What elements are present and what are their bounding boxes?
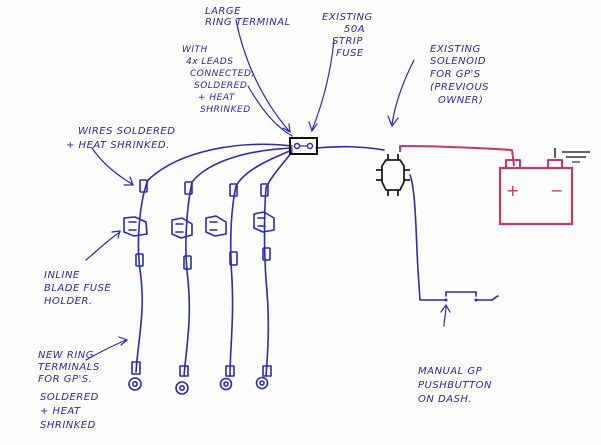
label-inline-fuse-holder: INLINE BLADE FUSE HOLDER.	[44, 270, 115, 307]
new-ring-terminals	[128, 361, 272, 395]
ground-symbol	[554, 148, 590, 163]
glow-plug-lead-2	[183, 147, 293, 377]
label-new-ring-terminals: NEW RING TERMINALS FOR GP'S. SOLDERED + …	[38, 350, 103, 431]
strip-fuse	[289, 137, 318, 155]
pushbutton-switch	[431, 291, 499, 302]
solenoid-to-pushbutton-wire	[409, 174, 433, 301]
label-manual-pushbutton: MANUAL GP PUSHBUTTON ON DASH.	[418, 366, 496, 405]
pointer-arrows	[85, 19, 451, 361]
battery-minus-sign: −	[550, 181, 564, 200]
glow-plug-lead-3	[229, 149, 293, 377]
battery	[498, 159, 574, 226]
label-strip-fuse: EXISTING 50A STRIP FUSE	[322, 12, 376, 59]
label-wires-soldered: WIRES SOLDERED + HEAT SHRINKED.	[66, 126, 179, 151]
glow-plug-lead-4	[263, 151, 293, 377]
lead-upper-connectors	[139, 179, 269, 197]
label-large-ring-terminal: LARGE RING TERMINAL	[205, 6, 291, 28]
lead-lower-connectors	[135, 247, 271, 270]
label-with-leads: WITH 4x LEADS CONNECTED, SOLDERED + HEAT…	[182, 45, 258, 115]
label-solenoid: EXISTING SOLENOID FOR GP'S (PREVIOUS OWN…	[430, 44, 493, 106]
blade-fuse-holders	[123, 211, 275, 239]
battery-plus-sign: +	[506, 181, 520, 200]
glow-plug-solenoid	[376, 154, 410, 196]
fuse-to-solenoid-wire	[315, 145, 385, 151]
glow-plug-lead-1	[135, 143, 293, 373]
battery-positive-wire	[399, 145, 515, 167]
